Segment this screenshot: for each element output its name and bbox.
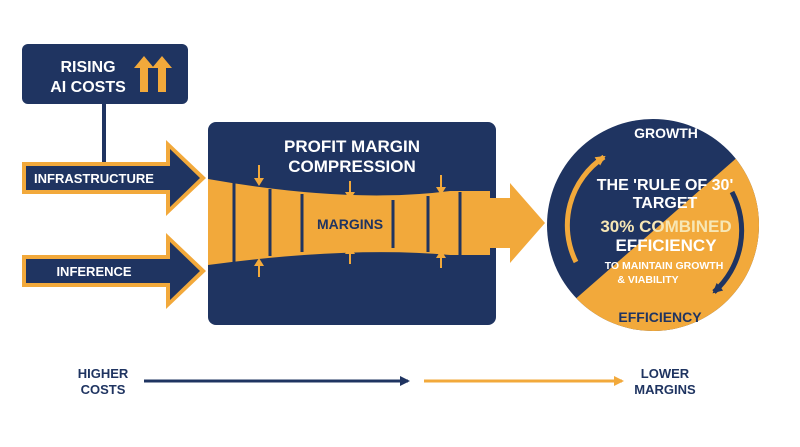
rule-title-line1: THE 'RULE OF 30' xyxy=(597,177,734,194)
margin-funnel xyxy=(208,179,490,265)
compression-title-line2: COMPRESSION xyxy=(288,157,416,176)
rising-label-line1: RISING xyxy=(60,59,115,76)
down-arrow-icon xyxy=(345,181,355,200)
rule-note-line2: & VIABILITY xyxy=(617,274,678,286)
funnel-dividers xyxy=(232,182,462,262)
funnel-arrow-head xyxy=(488,183,545,263)
rule-note-line1: TO MAINTAIN GROWTH xyxy=(605,260,724,272)
inference-label: INFERENCE xyxy=(56,264,131,279)
up-arrow-icon xyxy=(436,250,446,268)
rising-label-line2: AI COSTS xyxy=(50,79,126,96)
growth-label: GROWTH xyxy=(634,125,698,141)
infrastructure-label: INFRASTRUCTURE xyxy=(34,171,154,186)
rule-of-30-circle: GROWTH THE 'RULE OF 30' TARGET 30% COMBI… xyxy=(547,119,759,331)
margins-label: MARGINS xyxy=(317,216,383,232)
compression-arrows xyxy=(254,165,446,277)
efficiency-label: EFFICIENCY xyxy=(618,309,702,325)
timeline: HIGHER COSTS LOWER MARGINS xyxy=(78,366,696,397)
cycle-arrow-down-icon xyxy=(712,190,745,294)
compression-title-line1: PROFIT MARGIN xyxy=(284,137,420,156)
cycle-arrow-up-icon xyxy=(564,154,606,264)
infrastructure-arrow: INFRASTRUCTURE xyxy=(22,140,206,216)
compression-box: PROFIT MARGIN COMPRESSION MARGINS xyxy=(208,122,545,325)
inference-arrow: INFERENCE xyxy=(22,233,206,309)
up-arrow-icon xyxy=(345,246,355,264)
rule-highlight-line2: EFFICIENCY xyxy=(615,236,717,255)
up-arrow-icon xyxy=(254,258,264,277)
rule-title-line2: TARGET xyxy=(633,195,698,212)
down-arrow-icon xyxy=(436,175,446,195)
rising-costs-box: RISING AI COSTS xyxy=(22,44,188,104)
timeline-end-line1: LOWER xyxy=(641,366,690,381)
double-up-arrow-icon xyxy=(134,56,172,92)
timeline-start-line1: HIGHER xyxy=(78,366,129,381)
timeline-end-line2: MARGINS xyxy=(634,382,696,397)
rule-highlight-line1: 30% COMBINED xyxy=(600,217,731,236)
timeline-start-line2: COSTS xyxy=(81,382,126,397)
down-arrow-icon xyxy=(254,165,264,186)
